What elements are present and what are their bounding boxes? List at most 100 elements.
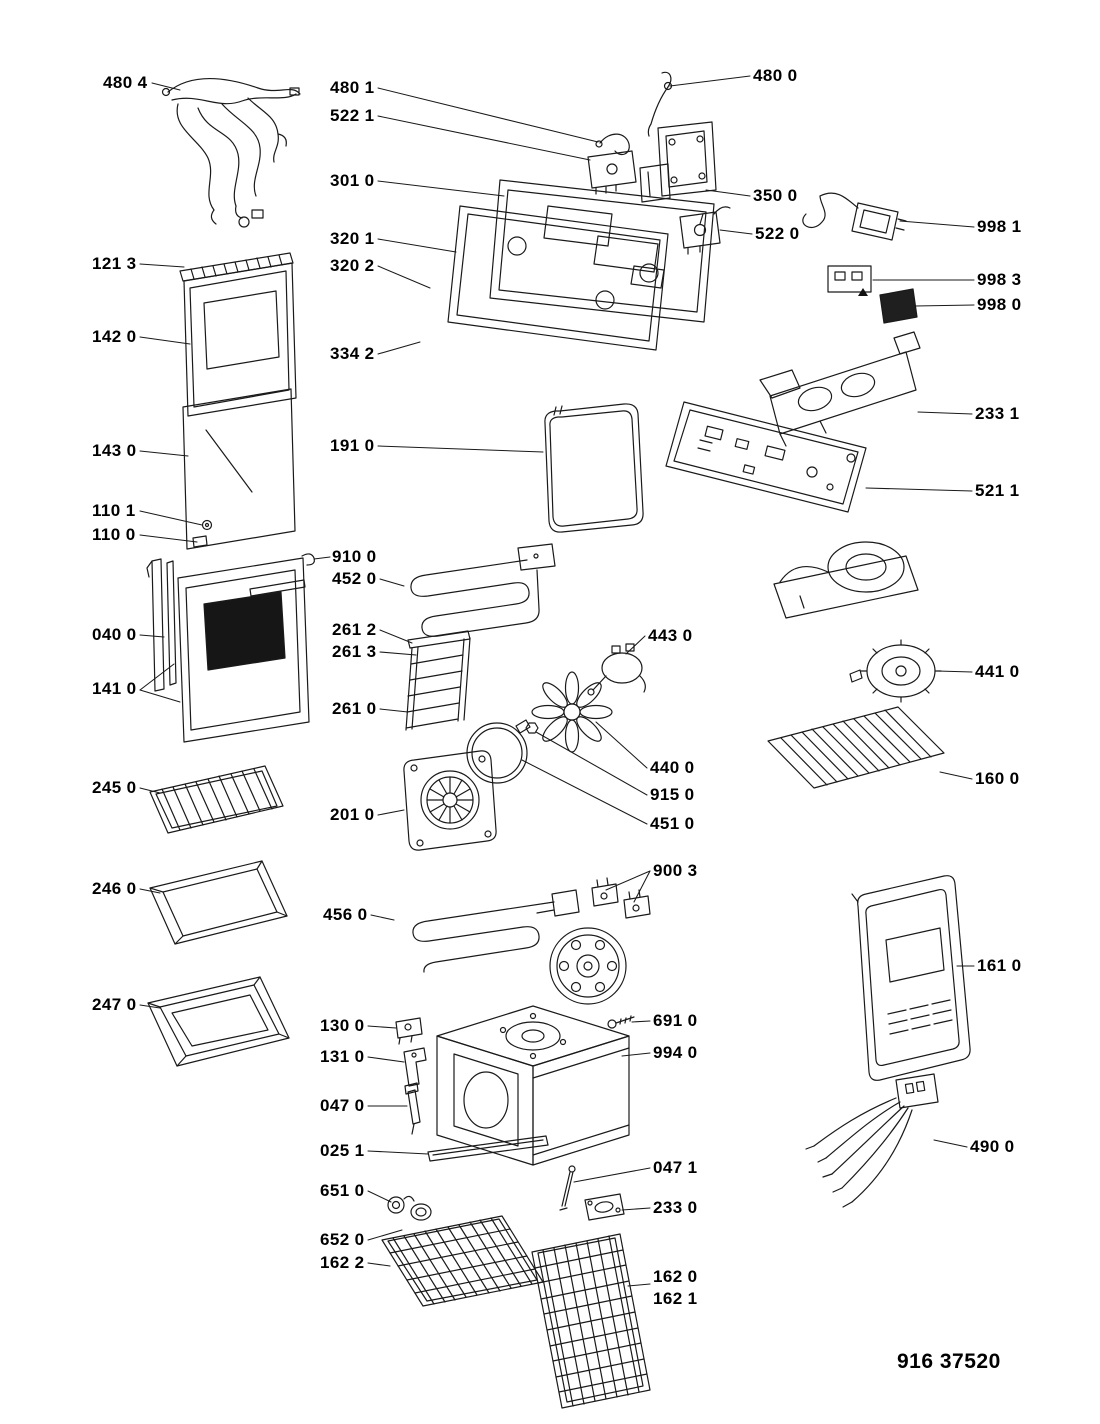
wiring-harness-480-4 — [161, 78, 301, 228]
motor-441-0 — [849, 639, 942, 703]
front-trim-025-1 — [427, 1135, 549, 1162]
part-label-025-1: 025 1 — [320, 1141, 365, 1160]
part-label-131-0: 131 0 — [320, 1047, 365, 1066]
part-label-162-1: 162 1 — [653, 1289, 698, 1308]
part-label-261-0: 261 0 — [332, 699, 377, 718]
part-label-320-1: 320 1 — [330, 229, 375, 248]
part-label-443-0: 443 0 — [648, 626, 693, 645]
grill-element-452-0 — [410, 543, 556, 637]
probe-047-1 — [559, 1165, 576, 1211]
leader-lines — [139, 75, 975, 1287]
part-label-201-0: 201 0 — [330, 805, 375, 824]
fan-motor-443-0 — [587, 643, 646, 696]
door-gasket-191-0 — [544, 403, 644, 533]
baking-tray-246-0 — [149, 860, 288, 945]
part-label-350-0: 350 0 — [753, 186, 798, 205]
part-label-162-0: 162 0 — [653, 1267, 698, 1286]
part-label-040-0: 040 0 — [92, 625, 137, 644]
filter-998-0 — [879, 288, 918, 324]
part-label-998-0: 998 0 — [977, 295, 1022, 314]
part-label-915-0: 915 0 — [650, 785, 695, 804]
shelf-rack-261 — [405, 630, 471, 731]
switches-900-3 — [591, 877, 651, 919]
part-label-261-2: 261 2 — [332, 620, 377, 639]
bracket-plate-350-0 — [639, 121, 717, 203]
inner-door-assembly-141-040 — [146, 557, 310, 743]
part-label-047-1: 047 1 — [653, 1158, 698, 1177]
part-label-910-0: 910 0 — [332, 547, 377, 566]
control-board-521-1 — [665, 401, 867, 513]
part-label-191-0: 191 0 — [330, 436, 375, 455]
part-label-998-3: 998 3 — [977, 270, 1022, 289]
wire-rack-245-0 — [149, 765, 284, 834]
deep-tray-247-0 — [147, 976, 290, 1067]
clip-910-0 — [301, 553, 315, 566]
outer-door-glass-142-0 — [183, 262, 297, 417]
part-label-456-0: 456 0 — [323, 905, 368, 924]
part-label-652-0: 652 0 — [320, 1230, 365, 1249]
part-label-047-0: 047 0 — [320, 1096, 365, 1115]
part-label-130-0: 130 0 — [320, 1016, 365, 1035]
power-cord-998-1 — [802, 192, 907, 241]
back-panel-161-0 — [851, 875, 971, 1081]
part-label-900-3: 900 3 — [653, 861, 698, 880]
part-label-161-0: 161 0 — [977, 956, 1022, 975]
bracket-131-0 — [403, 1047, 427, 1087]
part-label-441-0: 441 0 — [975, 662, 1020, 681]
motor-mount-plate — [549, 927, 627, 1005]
part-label-261-3: 261 3 — [332, 642, 377, 661]
screw-691-0 — [607, 1015, 635, 1029]
part-label-246-0: 246 0 — [92, 879, 137, 898]
part-label-994-0: 994 0 — [653, 1043, 698, 1062]
door-top-trim-121-3 — [179, 252, 294, 282]
part-label-440-0: 440 0 — [650, 758, 695, 777]
part-label-141-0: 141 0 — [92, 679, 137, 698]
part-label-301-0: 301 0 — [330, 171, 375, 190]
lower-element-456-0 — [412, 889, 580, 973]
grill-shelf-160-0 — [767, 706, 945, 789]
door-handle — [249, 579, 306, 597]
oven-cavity-994-0 — [436, 1005, 630, 1166]
part-label-143-0: 143 0 — [92, 441, 137, 460]
part-label-110-1: 110 1 — [92, 501, 136, 520]
terminal-block-998-3 — [827, 265, 872, 296]
base-grid-162-2 — [381, 1215, 544, 1307]
part-label-651-0: 651 0 — [320, 1181, 365, 1200]
part-label-452-0: 452 0 — [332, 569, 377, 588]
fan-blade-440-0 — [531, 671, 613, 753]
part-label-691-0: 691 0 — [653, 1011, 698, 1030]
thermostat-522-0 — [679, 206, 731, 255]
fan-cover-201-0 — [403, 750, 497, 851]
nut-915-0 — [525, 722, 539, 734]
part-label-480-1: 480 1 — [330, 78, 375, 97]
part-label-320-2: 320 2 — [330, 256, 375, 275]
part-label-480-4: 480 4 — [103, 73, 148, 92]
inner-door-glass-143-0 — [182, 388, 296, 550]
part-label-233-0: 233 0 — [653, 1198, 698, 1217]
lamp-651-652 — [387, 1195, 432, 1221]
part-label-160-0: 160 0 — [975, 769, 1020, 788]
clamp-233-0 — [584, 1193, 625, 1221]
igniter-047-0 — [404, 1082, 421, 1135]
latch-130-0 — [395, 1017, 423, 1045]
part-label-480-0: 480 0 — [753, 66, 798, 85]
mounting-bracket-233-1 — [759, 331, 921, 447]
part-label-522-0: 522 0 — [755, 224, 800, 243]
part-label-490-0: 490 0 — [970, 1137, 1015, 1156]
bottom-panel-162 — [531, 1233, 651, 1409]
document-number: 916 37520 — [897, 1350, 1001, 1373]
sensor-wire-480-0 — [647, 71, 673, 137]
part-label-451-0: 451 0 — [650, 814, 695, 833]
part-label-121-3: 121 3 — [92, 254, 137, 273]
part-label-334-2: 334 2 — [330, 344, 375, 363]
switch-522-1-wire-480-1 — [587, 133, 637, 195]
vent-housing — [773, 541, 919, 619]
hinge-parts-110 — [192, 519, 213, 548]
part-label-162-2: 162 2 — [320, 1253, 365, 1272]
part-label-233-1: 233 1 — [975, 404, 1020, 423]
wiring-490-0 — [805, 1073, 939, 1208]
part-label-142-0: 142 0 — [92, 327, 137, 346]
part-label-245-0: 245 0 — [92, 778, 137, 797]
